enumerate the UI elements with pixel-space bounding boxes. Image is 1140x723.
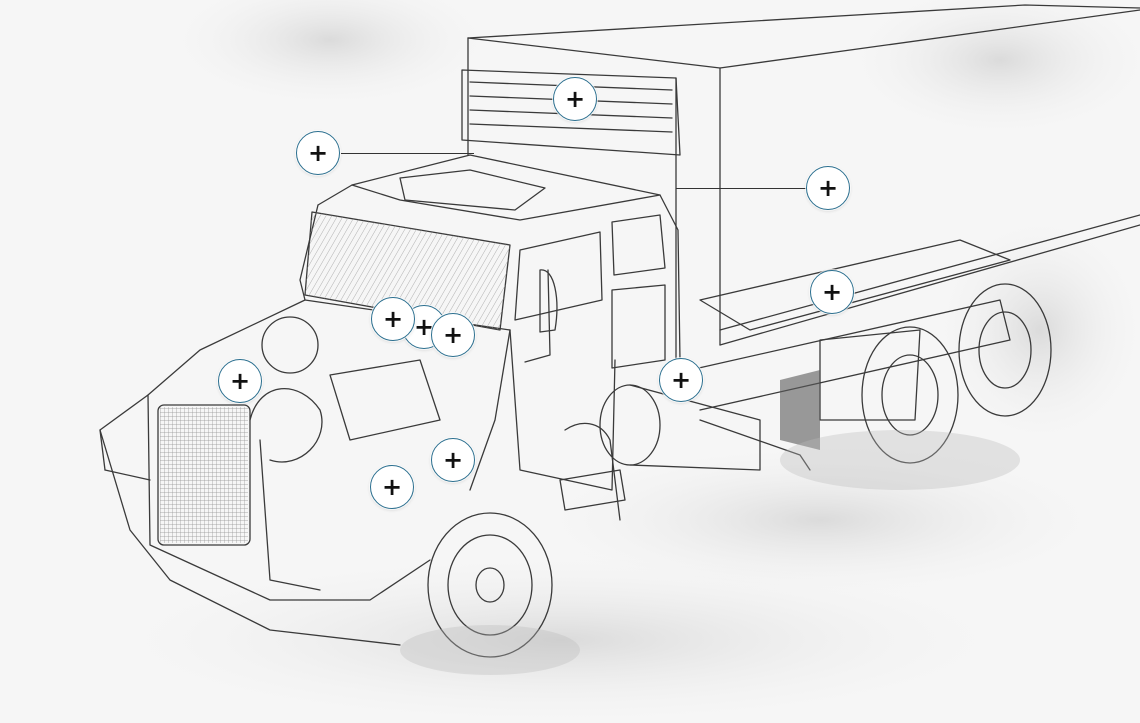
plus-icon: + xyxy=(307,138,329,167)
hotspot-box-body[interactable]: + xyxy=(806,166,850,210)
hotspot-engine-block-lower[interactable]: + xyxy=(370,465,414,509)
plus-icon: + xyxy=(564,84,586,113)
plus-icon: + xyxy=(382,304,404,333)
leader-line-box-body xyxy=(676,188,808,190)
leader-line-cab-roof xyxy=(341,153,474,155)
plus-icon: + xyxy=(229,366,251,395)
hotspot-refrigeration-unit[interactable]: + xyxy=(553,77,597,121)
hotspot-engine-top-1[interactable]: + xyxy=(371,297,415,341)
hotspot-chassis-rear[interactable]: + xyxy=(810,270,854,314)
plus-icon: + xyxy=(821,277,843,306)
plus-icon: + xyxy=(381,472,403,501)
hotspot-engine-block-right[interactable]: + xyxy=(431,438,475,482)
plus-icon: + xyxy=(442,320,464,349)
hotspot-turbo[interactable]: + xyxy=(218,359,262,403)
hotspot-cab-roof[interactable]: + xyxy=(296,131,340,175)
plus-icon: + xyxy=(442,445,464,474)
hotspot-fuel-tank[interactable]: + xyxy=(659,358,703,402)
plus-icon: + xyxy=(670,365,692,394)
plus-icon: + xyxy=(817,173,839,202)
plus-icon: + xyxy=(413,312,435,341)
hotspot-engine-top-3[interactable]: + xyxy=(431,313,475,357)
